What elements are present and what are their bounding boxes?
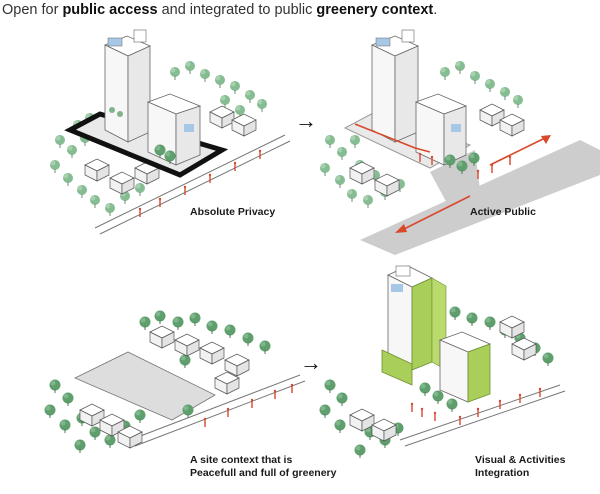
public-road — [360, 140, 600, 255]
headline-bold2: greenery context — [316, 2, 434, 18]
empty-site — [74, 351, 216, 421]
page-headline: Open for public access and integrated to… — [2, 1, 437, 19]
caption-visual-line1: Visual & Activities — [475, 454, 566, 466]
tall-tower — [370, 29, 420, 143]
panel-absolute-privacy — [49, 29, 291, 235]
headline-part2: and integrated to public — [157, 2, 317, 18]
caption-site-line2: Peacefull and full of greenery — [190, 467, 337, 479]
headline-bold1: public access — [62, 2, 158, 18]
mid-building — [414, 93, 468, 166]
caption-absolute-privacy: Absolute Privacy — [190, 206, 276, 218]
mid-building — [146, 93, 202, 166]
tall-tower — [104, 29, 151, 143]
transition-arrow-icon: → — [300, 350, 322, 375]
panel-visual-integration — [319, 265, 566, 459]
tall-tower-green — [387, 265, 447, 371]
caption-visual-line2: Integration — [475, 467, 530, 479]
headline-part1: Open for — [2, 2, 63, 18]
transition-arrow-icon: → — [295, 108, 317, 133]
caption-site-context: A site context that is Peacefull and ful… — [190, 454, 336, 480]
caption-active-public: Active Public — [470, 206, 536, 218]
mid-building — [438, 331, 492, 403]
headline-part3: . — [433, 2, 438, 18]
activity-arrows — [354, 123, 551, 233]
caption-visual-integration: Visual & Activities Integration — [475, 454, 565, 480]
panel-site-context — [44, 310, 306, 454]
caption-site-line1: A site context that is — [190, 454, 293, 466]
panel-active-public — [319, 29, 600, 255]
